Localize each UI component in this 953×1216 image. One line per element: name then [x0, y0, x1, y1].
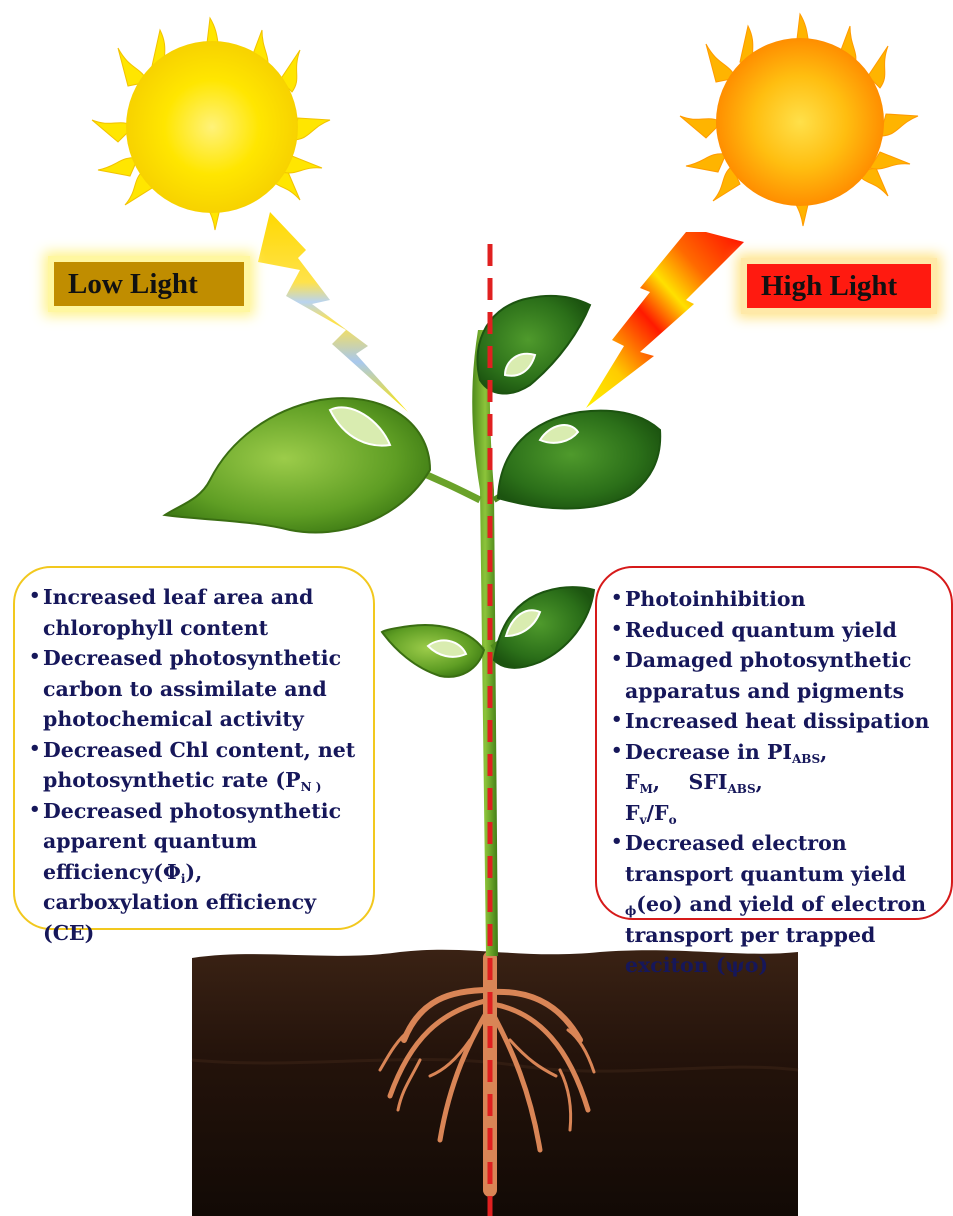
list-item: Damaged photosynthetic apparatus and pig…	[611, 645, 951, 706]
low-light-label: Low Light	[54, 262, 244, 306]
list-item: Increased leaf area and chlorophyll cont…	[29, 582, 363, 643]
sun-icon-high	[680, 14, 918, 226]
sun-icon-low	[92, 18, 330, 230]
list-item: Increased heat dissipation	[611, 706, 951, 737]
list-item: Reduced quantum yield	[611, 615, 951, 646]
list-item: Decreased photosynthetic apparent quantu…	[29, 796, 363, 949]
list-item: Decreased photosynthetic carbon to assim…	[29, 643, 363, 735]
low-light-effects-panel: Increased leaf area and chlorophyll cont…	[13, 566, 375, 930]
list-item: Photoinhibition	[611, 584, 951, 615]
list-item: Decreased electron transport quantum yie…	[611, 828, 951, 981]
list-item: Decreased Chl content, net photosyntheti…	[29, 735, 363, 796]
high-light-label: High Light	[747, 264, 931, 308]
lightning-icon-low	[258, 212, 408, 412]
high-light-effects-panel: Photoinhibition Reduced quantum yield Da…	[595, 566, 953, 920]
lightning-icon-high	[586, 232, 744, 408]
list-item: Decrease in PIABS, FM, SFIABS,Fv/Fo	[611, 737, 951, 829]
